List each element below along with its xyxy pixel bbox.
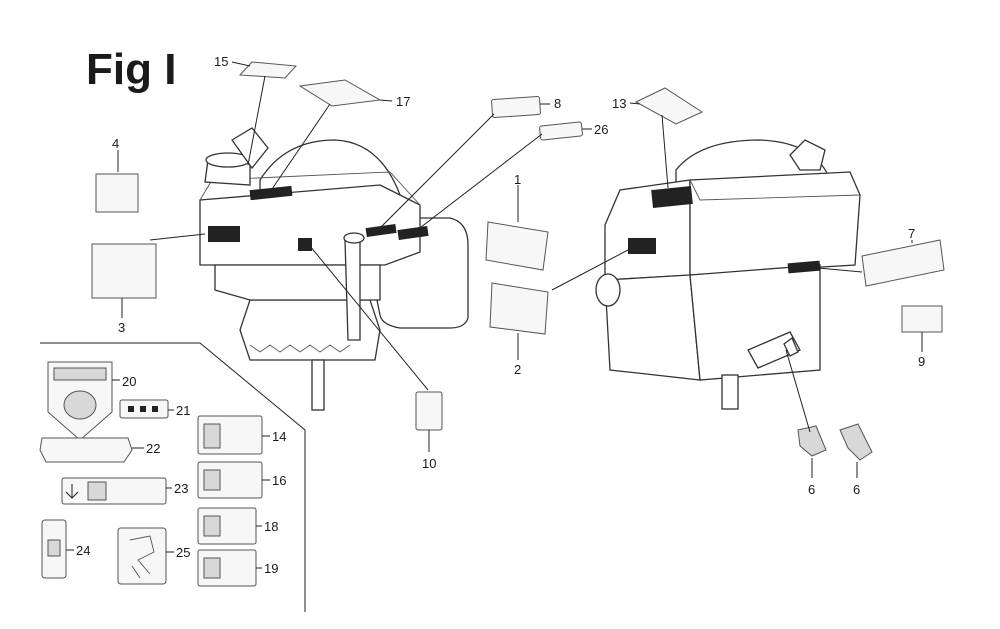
inset-label-23	[61, 477, 167, 505]
callout-18: 18	[264, 519, 278, 534]
inset-panel	[39, 342, 306, 612]
left-engine-decal-a	[208, 226, 240, 242]
right-loose-labels	[485, 87, 945, 461]
label-17	[298, 79, 382, 107]
left-engine-dipstick-tube	[344, 237, 361, 341]
callout-8: 8	[554, 96, 561, 111]
callout-16: 16	[272, 473, 286, 488]
callout-13: 13	[612, 96, 626, 111]
left-engine-cap	[231, 127, 269, 170]
callout-26: 26	[594, 122, 608, 137]
label-7	[861, 239, 945, 287]
label-1	[485, 221, 549, 271]
label-4	[95, 173, 139, 213]
right-engine-cap	[789, 139, 826, 171]
left-engine-decal-c	[298, 238, 312, 251]
figure-title: Fig I	[86, 45, 176, 94]
label-15	[238, 61, 298, 79]
callout-17: 17	[396, 94, 410, 109]
callout-9: 9	[918, 354, 925, 369]
callout-19: 19	[264, 561, 278, 576]
left-engine-decal-d	[365, 223, 397, 238]
label-10	[415, 391, 443, 431]
label-9	[901, 305, 943, 333]
right-engine-shaft	[721, 374, 739, 410]
callout-1: 1	[514, 172, 521, 187]
callout-20: 20	[122, 374, 136, 389]
right-engine-cover-right	[689, 171, 861, 276]
right-engine	[595, 139, 861, 410]
right-leader-lines	[517, 102, 923, 478]
callout-2: 2	[514, 362, 521, 377]
label-3	[91, 243, 157, 299]
label-8	[491, 95, 541, 119]
right-engine-decal-a	[651, 185, 693, 209]
callout-6b: 6	[853, 482, 860, 497]
callout-7: 7	[908, 226, 915, 241]
label-2	[489, 282, 549, 335]
right-engine-decal-c	[787, 260, 821, 274]
label-13	[634, 87, 704, 125]
label-26	[539, 121, 583, 141]
callout-24: 24	[76, 543, 90, 558]
inset-border	[40, 342, 306, 612]
callout-3: 3	[118, 320, 125, 335]
left-engine-decal-b	[249, 185, 293, 201]
part-6a	[797, 425, 827, 457]
callout-25: 25	[176, 545, 190, 560]
right-engine-decal-b	[628, 238, 656, 254]
inset-label-22	[39, 437, 133, 463]
part-6b	[839, 423, 873, 461]
callout-21: 21	[176, 403, 190, 418]
callout-15: 15	[214, 54, 228, 69]
callout-23: 23	[174, 481, 188, 496]
callout-22: 22	[146, 441, 160, 456]
left-engine-shaft	[311, 359, 325, 411]
inset-label-25	[117, 527, 167, 585]
callout-6a: 6	[808, 482, 815, 497]
callout-14: 14	[272, 429, 286, 444]
left-engine	[199, 127, 469, 411]
callout-10: 10	[422, 456, 436, 471]
left-engine-top-cover	[199, 184, 421, 266]
left-leader-lines	[117, 61, 592, 452]
callout-numbers: 15 17 8 26 13 4 1 7 3 2 9 10 6 6 20 21 1…	[76, 54, 925, 576]
left-loose-labels	[91, 61, 583, 431]
callout-4: 4	[112, 136, 119, 151]
